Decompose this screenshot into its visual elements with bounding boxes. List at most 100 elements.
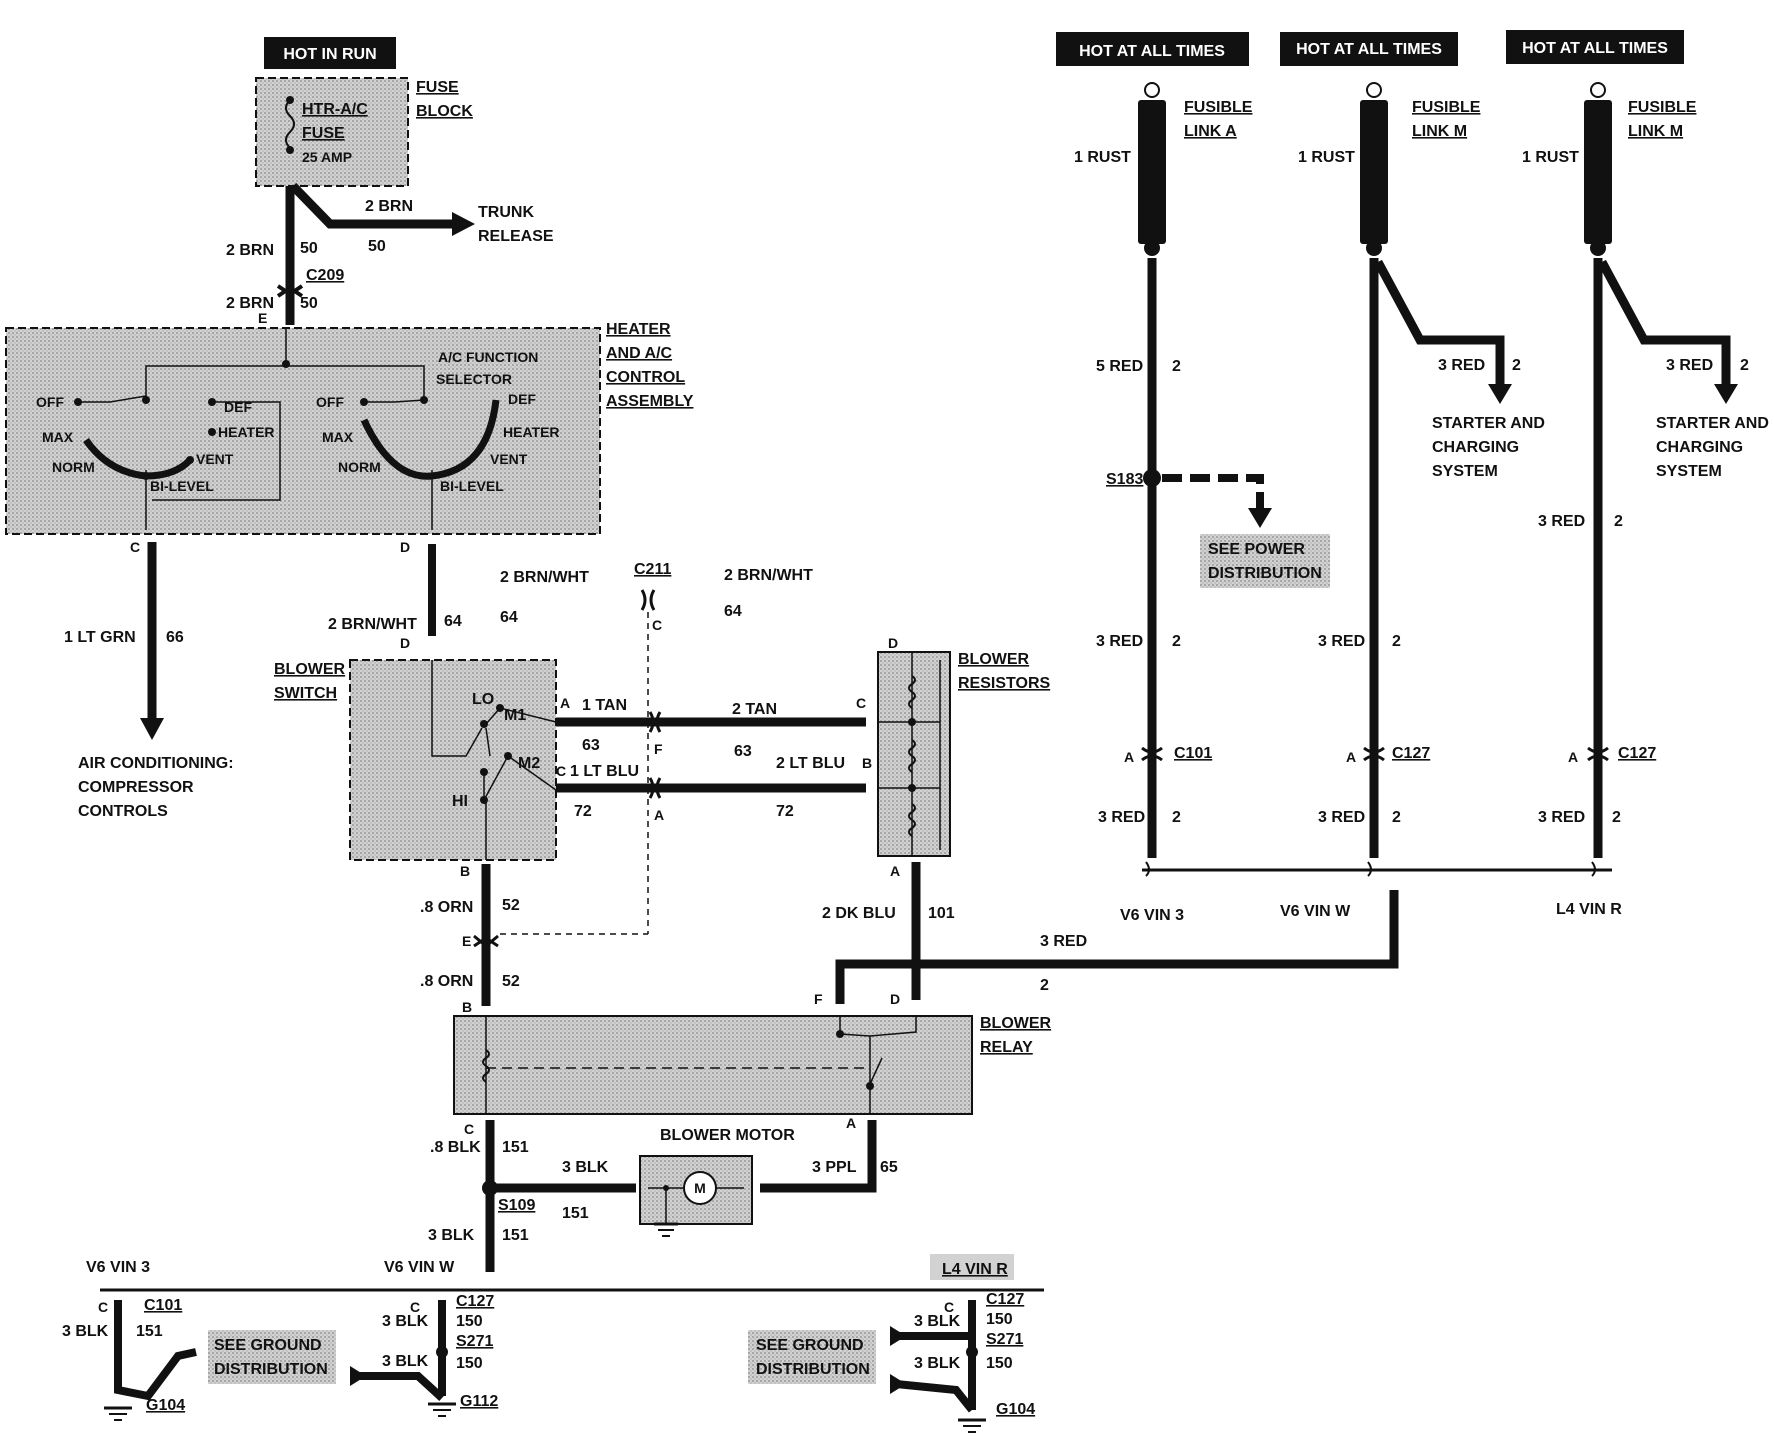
label-151-g104-left: 151: [136, 1323, 163, 1340]
control-label-1: HEATER: [606, 321, 671, 338]
wire-2brn-trunk: [289, 182, 455, 229]
label-150-g104-right-b: 150: [986, 1355, 1013, 1372]
right-vent: VENT: [490, 451, 528, 467]
pin-a-c101: A: [1124, 749, 1134, 765]
label-52-b: 52: [502, 973, 520, 990]
label-3red-a1: 3 RED: [1096, 633, 1143, 650]
fusible-a-label-1: FUSIBLE: [1184, 99, 1253, 116]
ground-dist-left-1: SEE GROUND: [214, 1337, 322, 1354]
label-2-m1-b: 2: [1392, 809, 1401, 826]
control-label-2: AND A/C: [606, 345, 673, 362]
label-3red-a2: 3 RED: [1098, 809, 1145, 826]
label-64-a: 64: [444, 613, 462, 630]
label-64-c: 64: [724, 603, 742, 620]
pin-c211: C: [652, 617, 662, 633]
g104-right-label: G104: [996, 1401, 1035, 1418]
pin-b-relay: B: [462, 999, 472, 1015]
c127-gnd-label-a: C127: [456, 1293, 494, 1310]
label-8blk: .8 BLK: [430, 1139, 481, 1156]
fusible-link-a: [1138, 100, 1166, 244]
s109-label: S109: [498, 1197, 535, 1214]
label-2brn-b: 2 BRN: [226, 295, 274, 312]
label-2-a3: 2: [1172, 809, 1181, 826]
label-rust-m2: 1 RUST: [1522, 149, 1579, 166]
hot-header-text-1: HOT AT ALL TIMES: [1079, 43, 1225, 60]
label-101: 101: [928, 905, 955, 922]
label-2brn-a: 2 BRN: [226, 242, 274, 259]
starter-m1-1: STARTER AND: [1432, 415, 1545, 432]
hot-in-run-header: HOT IN RUN: [264, 37, 396, 69]
label-1ltgrn: 1 LT GRN: [64, 629, 136, 646]
label-3red-relay: 3 RED: [1040, 933, 1087, 950]
label-3blk-motor: 3 BLK: [562, 1159, 609, 1176]
pin-d-resistor: D: [888, 635, 898, 651]
gnd-v6-vin-w: V6 VIN W: [384, 1259, 455, 1276]
ground-symbol-g104-right: [958, 1418, 986, 1433]
c209-label: C209: [306, 267, 344, 284]
blower-relay: [453, 1015, 973, 1115]
pin-d-relay: D: [890, 991, 900, 1007]
label-8orn-a: .8 ORN: [420, 899, 473, 916]
label-3red-m2-branch: 3 RED: [1666, 357, 1713, 374]
resistors-label-1: BLOWER: [958, 651, 1030, 668]
c211-label: C211: [634, 561, 671, 578]
label-65: 65: [880, 1159, 898, 1176]
label-8orn-b: .8 ORN: [420, 973, 473, 990]
label-3red-m1-a: 3 RED: [1318, 633, 1365, 650]
label-brnwht-b: 2 BRN/WHT: [500, 569, 589, 586]
label-rust-m1: 1 RUST: [1298, 149, 1355, 166]
left-heater: HEATER: [218, 424, 275, 440]
switch-hi: HI: [452, 793, 468, 810]
power-dist-label-2: DISTRIBUTION: [1208, 565, 1322, 582]
resistors-label-2: RESISTORS: [958, 675, 1051, 692]
label-150-g112-a: 150: [456, 1313, 483, 1330]
ac-label-1: AIR CONDITIONING:: [78, 755, 234, 772]
fusible-a-label-2: LINK A: [1184, 123, 1237, 140]
relay-label-2: RELAY: [980, 1039, 1033, 1056]
label-2-a2: 2: [1172, 633, 1181, 650]
starter-m2-1: STARTER AND: [1656, 415, 1769, 432]
ground-dist-left-2: DISTRIBUTION: [214, 1361, 328, 1378]
switch-m2: M2: [518, 755, 540, 772]
label-2-m2-a: 2: [1614, 513, 1623, 530]
right-bilevel: BI-LEVEL: [440, 478, 504, 494]
label-63-a: 63: [582, 737, 600, 754]
ac-function-label-1: A/C FUNCTION: [438, 349, 538, 365]
label-151-b: 151: [562, 1205, 589, 1222]
left-vent: VENT: [196, 451, 234, 467]
blower-motor: M: [639, 1155, 753, 1237]
label-3blk-g112-b: 3 BLK: [382, 1353, 429, 1370]
control-label-3: CONTROL: [606, 369, 685, 386]
left-off: OFF: [36, 394, 64, 410]
starter-m1-2: CHARGING: [1432, 439, 1519, 456]
gnd-v6-vin-3: V6 VIN 3: [86, 1259, 150, 1276]
label-5red-a: 5 RED: [1096, 358, 1143, 375]
pin-c-g112: C: [410, 1299, 420, 1315]
hot-header-text-3: HOT AT ALL TIMES: [1522, 40, 1668, 57]
s271-label-a: S271: [456, 1333, 493, 1350]
g112-label: G112: [460, 1393, 498, 1410]
hot-header-text-2: HOT AT ALL TIMES: [1296, 41, 1442, 58]
pin-c-g104-left: C: [98, 1299, 108, 1315]
pin-f-c211: F: [654, 741, 663, 757]
label-3blk-main: 3 BLK: [428, 1227, 475, 1244]
c101-gnd-label: C101: [144, 1297, 182, 1314]
pin-a-relay: A: [846, 1115, 856, 1131]
pin-b-resistor: B: [862, 755, 872, 771]
label-2dkblu: 2 DK BLU: [822, 905, 896, 922]
left-norm: NORM: [52, 459, 95, 475]
right-off: OFF: [316, 394, 344, 410]
pin-a-c127-m1: A: [1346, 749, 1356, 765]
label-151-a: 151: [502, 1139, 529, 1156]
power-dist-label-1: SEE POWER: [1208, 541, 1305, 558]
switch-lo: LO: [472, 691, 494, 708]
trunk-label-1: TRUNK: [478, 204, 534, 221]
label-brnwht-c: 2 BRN/WHT: [724, 567, 813, 584]
pin-a-c127-m2: A: [1568, 749, 1578, 765]
label-50-a: 50: [300, 240, 318, 257]
wire-3blk-g104-left: [114, 1300, 197, 1401]
right-max: MAX: [322, 429, 354, 445]
right-def: DEF: [508, 391, 536, 407]
label-2ltblu: 2 LT BLU: [776, 755, 845, 772]
